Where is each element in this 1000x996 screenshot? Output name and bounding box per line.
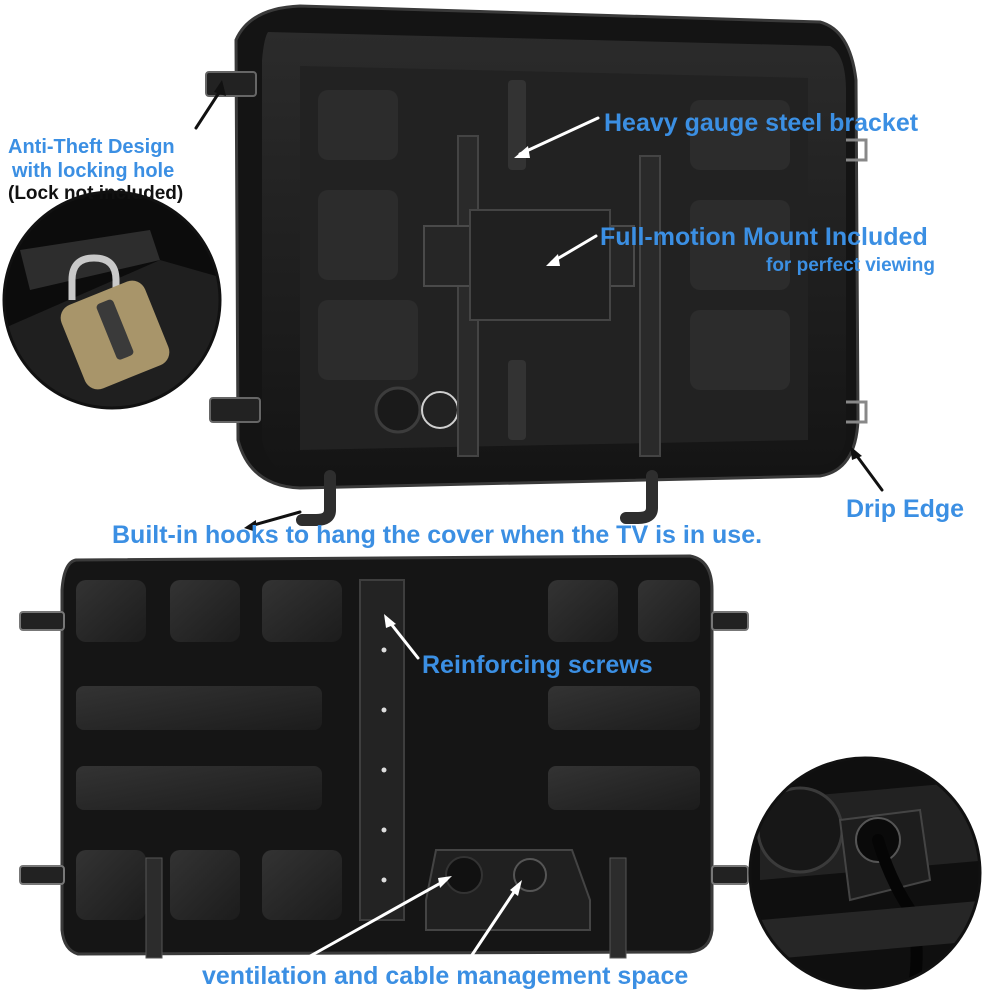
mount-sublabel: for perfect viewing (766, 255, 935, 276)
steel-bracket-label: Heavy gauge steel bracket (604, 109, 919, 137)
anti-theft-note: (Lock not included) (8, 183, 184, 204)
padlock-icon (2, 190, 222, 410)
cable-icon (748, 756, 982, 990)
anti-theft-subtitle: with locking hole (12, 160, 175, 182)
callout-arrows (194, 80, 884, 966)
drip-edge-label: Drip Edge (846, 495, 965, 523)
reinforcing-screws-label: Reinforcing screws (422, 651, 653, 679)
ventilation-label: ventilation and cable management space (202, 962, 689, 990)
mount-label: Full-motion Mount Included (600, 223, 928, 251)
anti-theft-title: Anti-Theft Design (8, 136, 175, 158)
hooks-label: Built-in hooks to hang the cover when th… (112, 521, 763, 549)
tv-enclosure-cover (19, 554, 749, 959)
